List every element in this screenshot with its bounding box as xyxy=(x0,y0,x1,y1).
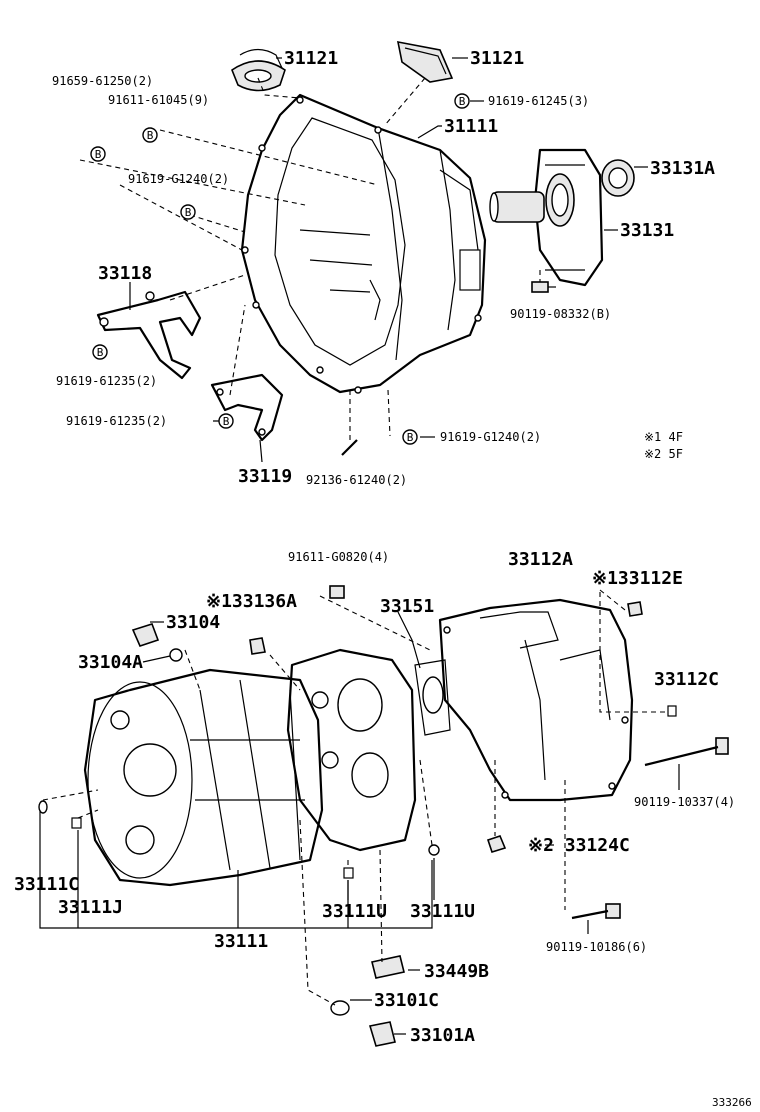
label-33101A: 33101A xyxy=(410,1025,475,1046)
svg-text:B: B xyxy=(185,206,192,219)
sensor-33124C-illustration xyxy=(486,835,507,853)
label-33131: 33131 xyxy=(620,220,674,241)
bracket-33119-illustration xyxy=(210,373,284,442)
plug-33112E-illustration xyxy=(627,601,643,617)
gasket-33101C-illustration xyxy=(330,1000,350,1016)
label-33131A: 33131A xyxy=(650,158,715,179)
intermediate-plate-illustration xyxy=(286,648,417,852)
label-91619-61235-b: 91619-61235(2) xyxy=(66,414,167,428)
bracket-33118-illustration xyxy=(96,274,246,380)
b-mark-icon: B xyxy=(180,204,196,220)
svg-text:B: B xyxy=(97,346,104,359)
bolt-91611-G0820-illustration xyxy=(329,585,345,599)
pin-33111U-b-illustration xyxy=(428,844,440,856)
svg-text:B: B xyxy=(459,95,466,108)
label-33111C: 33111C xyxy=(14,874,79,895)
boot-31121-right-illustration xyxy=(396,40,454,83)
gasket-33151-illustration xyxy=(414,659,451,736)
bolt-90119-10337-illustration xyxy=(644,737,729,767)
diagram-code: 333266 xyxy=(712,1096,752,1109)
note-1: ※1 4F xyxy=(644,430,683,444)
part-33449B-illustration xyxy=(371,955,405,979)
plug-33101A-illustration xyxy=(368,1021,396,1047)
svg-text:B: B xyxy=(223,415,230,428)
gasket-33104A-illustration xyxy=(169,648,183,662)
label-33104A: 33104A xyxy=(78,652,143,673)
label-33112C: 33112C xyxy=(654,669,719,690)
pin-33111C-illustration xyxy=(38,800,48,814)
label-33136A: ※133136A xyxy=(206,591,297,612)
label-31111-upper: 31111 xyxy=(444,116,498,137)
label-33112A: 33112A xyxy=(508,549,573,570)
label-33111J: 33111J xyxy=(58,897,123,918)
label-33111U-b: 33111U xyxy=(410,901,475,922)
label-90119-10186: 90119-10186(6) xyxy=(546,940,647,954)
label-91611-G0820: 91611-G0820(4) xyxy=(288,550,389,564)
leader-lines xyxy=(129,57,680,1035)
label-33449B: 33449B xyxy=(424,961,489,982)
boot-31121-left-illustration xyxy=(231,48,286,92)
front-retainer-33131-illustration xyxy=(489,148,604,287)
pin-33111J-illustration xyxy=(71,817,82,829)
stud-92136-illustration xyxy=(341,439,358,456)
transmission-case-33111-illustration xyxy=(83,668,324,887)
seal-33131A-illustration xyxy=(601,159,635,197)
b-mark-icon: B xyxy=(402,429,418,445)
extension-housing-33112A-illustration xyxy=(438,598,634,802)
b-mark-icon: B xyxy=(454,93,470,109)
label-33151: 33151 xyxy=(380,596,434,617)
label-33124C: ※2 33124C xyxy=(528,835,630,856)
b-mark-icon: B xyxy=(142,127,158,143)
svg-text:B: B xyxy=(407,431,414,444)
b-mark-icon: B xyxy=(90,146,106,162)
svg-text:B: B xyxy=(95,148,102,161)
pin-33112C-illustration xyxy=(667,705,677,717)
lower-guide-lines xyxy=(42,589,668,1006)
label-91619-61235-a: 91619-61235(2) xyxy=(56,374,157,388)
label-33104: 33104 xyxy=(166,612,220,633)
label-91619-61245: 91619-61245(3) xyxy=(488,94,589,108)
label-33112E: ※133112E xyxy=(592,568,683,589)
pin-33111U-a-illustration xyxy=(343,867,354,879)
bell-housing-illustration xyxy=(240,93,487,394)
label-92136-61240: 92136-61240(2) xyxy=(306,473,407,487)
label-31121-left: 31121 xyxy=(284,48,338,69)
group-bracket-33111 xyxy=(39,810,433,929)
bolt-90119-10186-illustration xyxy=(571,903,621,920)
label-33111-lower: 33111 xyxy=(214,931,268,952)
label-91659-61250: 91659-61250(2) xyxy=(52,74,153,88)
label-91611-61045: 91611-61045(9) xyxy=(108,93,209,107)
plug-33136A-illustration xyxy=(249,637,266,655)
upper-guide-lines xyxy=(79,77,541,440)
label-31121-right: 31121 xyxy=(470,48,524,69)
label-90119-08332: 90119-08332(B) xyxy=(510,307,611,321)
b-marks: B B B B B B B xyxy=(90,93,470,445)
label-90119-10337: 90119-10337(4) xyxy=(634,795,735,809)
label-33119: 33119 xyxy=(238,466,292,487)
bolt-90119-08332-illustration xyxy=(531,281,556,293)
plug-33104-illustration xyxy=(131,623,160,647)
b-mark-icon: B xyxy=(92,344,108,360)
svg-text:B: B xyxy=(147,129,154,142)
small-parts-lower xyxy=(38,585,729,1047)
label-91619-G1240-a: 91619-G1240(2) xyxy=(128,172,229,186)
label-33118: 33118 xyxy=(98,263,152,284)
label-33101C: 33101C xyxy=(374,990,439,1011)
b-mark-icon: B xyxy=(218,413,234,429)
label-91619-G1240-b: 91619-G1240(2) xyxy=(440,430,541,444)
label-33111U-a: 33111U xyxy=(322,901,387,922)
note-2: ※2 5F xyxy=(644,447,683,461)
